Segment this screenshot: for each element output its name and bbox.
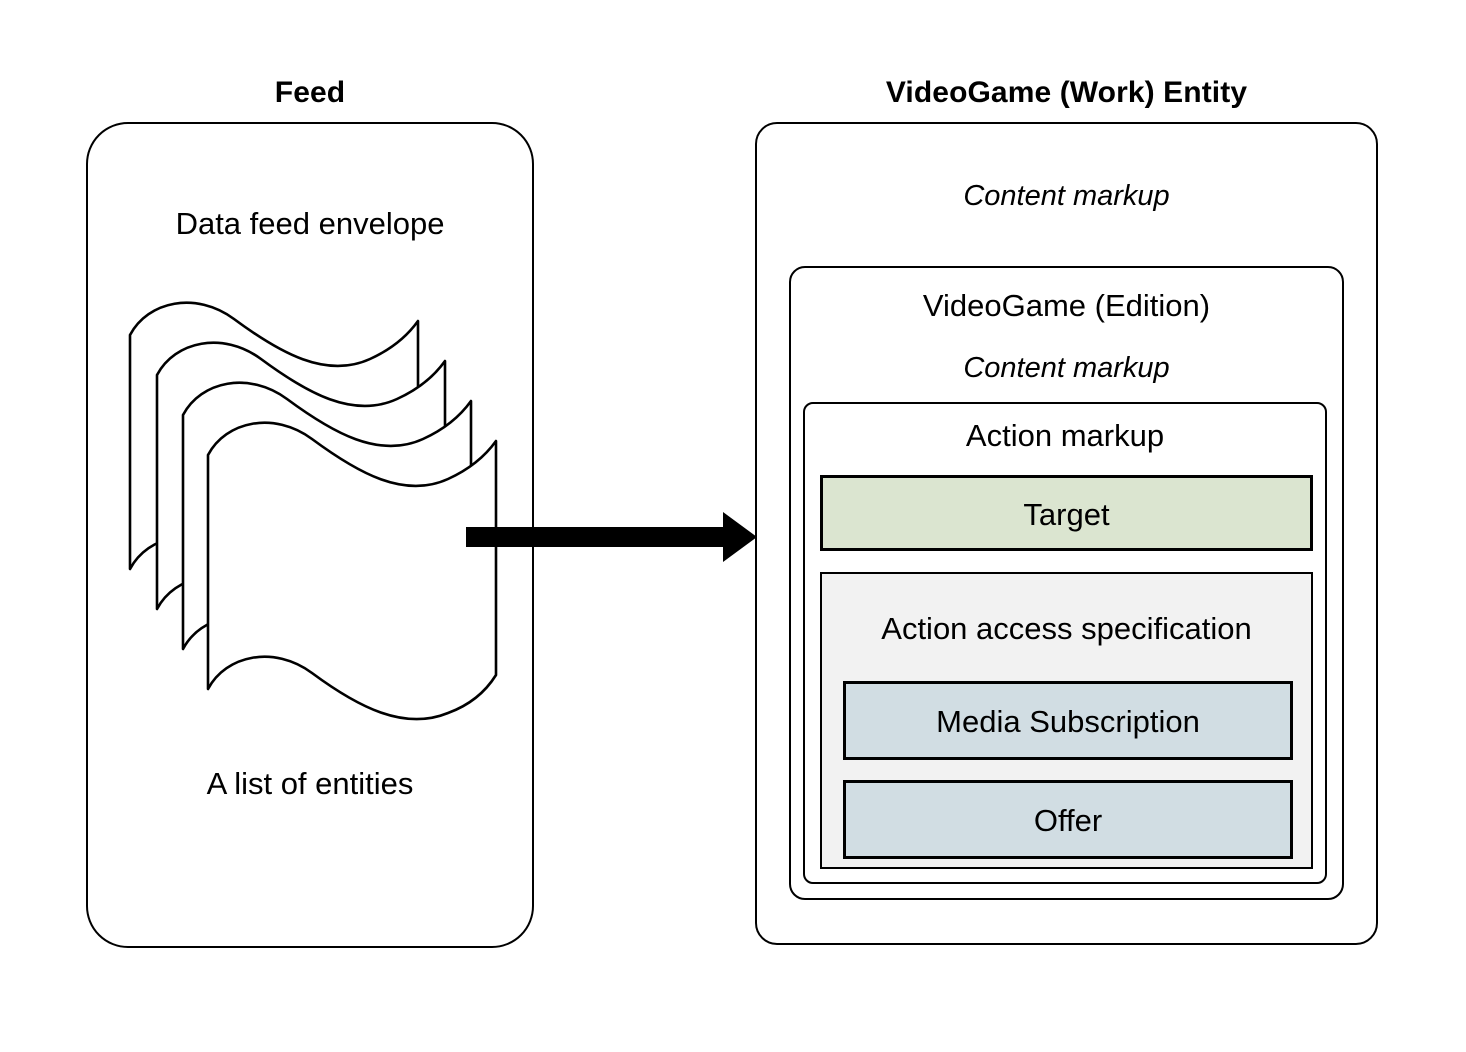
- action-access-specification-label: Action access specification: [881, 611, 1252, 646]
- target-box: [820, 475, 1313, 551]
- feed-panel-title: Feed: [274, 76, 346, 109]
- media-subscription-box: [843, 681, 1293, 760]
- a-list-of-entities-label: A list of entities: [206, 766, 414, 801]
- offer-label: Offer: [1033, 803, 1103, 838]
- work-content-markup-label: Content markup: [963, 180, 1170, 212]
- media-subscription-label: Media Subscription: [936, 704, 1200, 739]
- data-feed-envelope-label: Data feed envelope: [175, 206, 445, 241]
- offer-box: [843, 780, 1293, 859]
- action-markup-label: Action markup: [965, 418, 1165, 453]
- feed-envelope-container: [86, 122, 534, 948]
- videogame-edition-label: VideoGame (Edition): [922, 288, 1211, 323]
- videogame-work-entity-title: VideoGame (Work) Entity: [885, 76, 1248, 109]
- edition-content-markup-label: Content markup: [963, 352, 1170, 384]
- target-label: Target: [1023, 497, 1110, 532]
